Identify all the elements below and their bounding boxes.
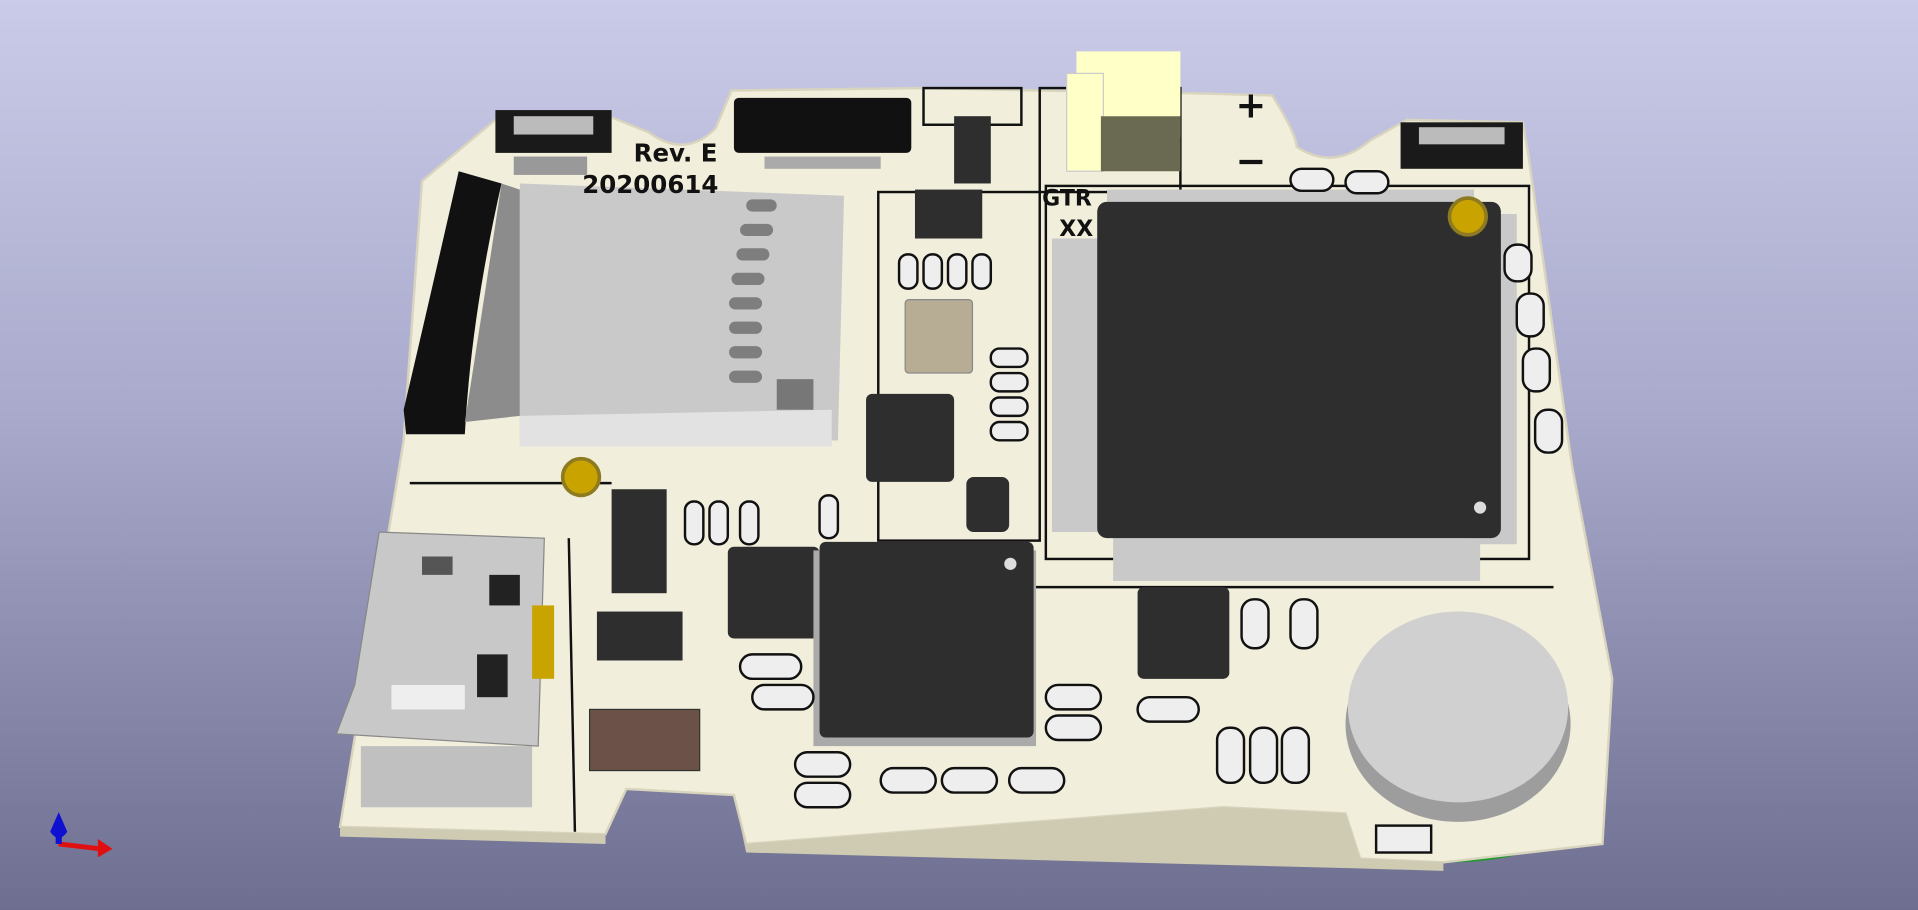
gtr-label: GTR (1042, 186, 1092, 211)
plus-label: + (1235, 83, 1266, 126)
ic-packages (596, 116, 1230, 679)
mounting-holes (560, 196, 1489, 498)
qfn-chip (813, 541, 1037, 747)
xyz-axis-icon (50, 812, 113, 858)
coin-cell-battery (1345, 611, 1571, 822)
sd-card-slot (403, 171, 845, 447)
fpc-connector (733, 97, 912, 169)
minus-label: − (1235, 140, 1266, 183)
revision-label: Rev. E (634, 138, 718, 167)
xx-label: XX (1059, 217, 1093, 242)
inductor (588, 708, 701, 772)
mcu-qfp (1051, 189, 1517, 581)
crystal (904, 299, 974, 374)
usb-micro-connector (335, 531, 555, 808)
passive-components (683, 167, 1564, 854)
date-label: 20200614 (582, 170, 718, 199)
battery-connector (1066, 51, 1181, 172)
tactile-switch-left (495, 110, 612, 175)
tactile-switch-right (1400, 122, 1523, 169)
